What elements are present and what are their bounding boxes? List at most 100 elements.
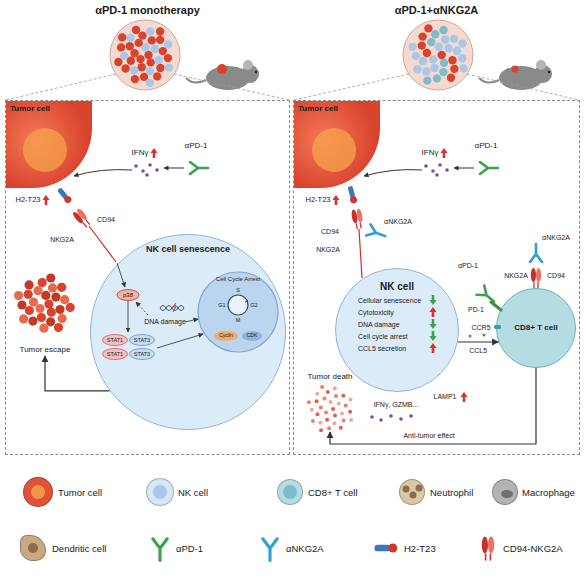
- annotation: αPD-1: [185, 142, 208, 151]
- svg-circle: [334, 394, 338, 398]
- svg-ellipse: [501, 490, 513, 498]
- svg-circle: [117, 43, 125, 51]
- svg-use: [482, 537, 494, 561]
- node-title: NK cell: [336, 281, 458, 293]
- svg-circle: [17, 300, 26, 309]
- svg-circle: [147, 58, 155, 66]
- svg-g: [429, 295, 436, 353]
- svg-circle: [145, 173, 149, 177]
- svg-circle: [512, 66, 519, 73]
- svg-ellipse: [103, 335, 128, 346]
- svg-use: [347, 185, 358, 204]
- annotation: αPD-1: [458, 262, 478, 270]
- svg-circle: [453, 47, 461, 55]
- svg-circle: [228, 295, 248, 315]
- annotation: NKG2A: [504, 272, 528, 280]
- svg-circle: [427, 38, 435, 46]
- annotation: DNA damage: [144, 318, 186, 326]
- svg-circle: [333, 414, 337, 418]
- annotation: NKG2A: [316, 246, 340, 254]
- legend-text: Macrophage: [522, 487, 575, 498]
- svg-circle: [418, 32, 426, 40]
- svg-circle: [429, 55, 437, 63]
- svg-circle: [431, 169, 435, 173]
- svg-g: [134, 163, 159, 177]
- svg-circle: [408, 43, 416, 51]
- svg-use: [429, 319, 436, 329]
- svg-path: [160, 306, 184, 311]
- svg-circle: [337, 402, 341, 406]
- svg-circle: [310, 408, 314, 412]
- svg-g: [424, 163, 449, 177]
- edge-label: CCL5: [468, 347, 488, 355]
- svg-circle: [154, 56, 162, 64]
- svg-use: [480, 162, 498, 174]
- list-item: CCL5 secretion: [358, 343, 421, 355]
- svg-path: [128, 301, 129, 332]
- svg-circle: [459, 39, 467, 47]
- svg-circle: [403, 486, 410, 493]
- svg-circle: [424, 164, 428, 168]
- svg-circle: [23, 128, 67, 172]
- svg-use: [153, 539, 167, 561]
- annotation: αPD-1: [475, 142, 498, 151]
- svg-circle: [329, 400, 333, 404]
- svg-circle: [120, 52, 128, 60]
- svg-circle: [458, 54, 466, 62]
- svg-circle: [412, 52, 420, 60]
- svg-circle: [48, 283, 57, 292]
- svg-circle: [134, 164, 138, 168]
- annotation: LAMP1: [434, 393, 457, 401]
- svg-circle: [159, 47, 167, 55]
- svg-circle: [379, 418, 383, 422]
- svg-circle: [55, 305, 64, 314]
- svg-circle: [423, 49, 431, 57]
- svg-circle: [38, 278, 47, 287]
- annotation: G2: [250, 302, 257, 308]
- svg-path: [6, 74, 579, 100]
- node-title: Tumor cell: [298, 104, 338, 113]
- svg-circle: [307, 400, 311, 404]
- svg-g: [370, 414, 413, 422]
- svg-circle: [340, 411, 344, 415]
- svg-circle: [131, 75, 139, 83]
- annotation: STAT3: [134, 337, 150, 343]
- legend-text: Dendritic cell: [52, 543, 106, 554]
- svg-circle: [39, 324, 48, 333]
- svg-circle: [441, 35, 449, 43]
- svg-circle: [138, 31, 146, 39]
- svg-circle: [155, 168, 159, 172]
- annotation: CCR5: [471, 324, 490, 332]
- svg-path: [245, 299, 248, 302]
- svg-circle: [327, 426, 331, 430]
- svg-use: [477, 286, 499, 307]
- svg-ellipse: [103, 349, 128, 360]
- svg-circle: [311, 419, 315, 423]
- svg-circle: [439, 26, 447, 34]
- svg-use: [190, 162, 208, 174]
- list-item: DNA damage: [358, 319, 421, 331]
- svg-use: [42, 195, 49, 205]
- svg-circle: [447, 74, 455, 82]
- svg-circle: [156, 64, 164, 72]
- svg-path: [117, 263, 125, 287]
- svg-circle: [141, 169, 145, 173]
- svg-circle: [37, 313, 46, 322]
- connector: [330, 368, 536, 444]
- svg-circle: [164, 54, 172, 62]
- annotation: H2-T23: [305, 196, 330, 204]
- svg-path: [89, 226, 116, 262]
- svg-circle: [435, 173, 439, 177]
- svg-circle: [135, 39, 143, 47]
- svg-use: [429, 295, 436, 305]
- svg-circle: [344, 404, 348, 408]
- annotation: αNKG2A: [384, 218, 412, 226]
- t-cell: CD8+ T cell: [496, 288, 576, 368]
- annotation: Cell Cycle Arrest: [216, 276, 260, 283]
- legend-text: αNKG2A: [286, 543, 324, 554]
- svg-circle: [126, 34, 134, 42]
- svg-g: [408, 24, 467, 85]
- svg-circle: [44, 299, 53, 308]
